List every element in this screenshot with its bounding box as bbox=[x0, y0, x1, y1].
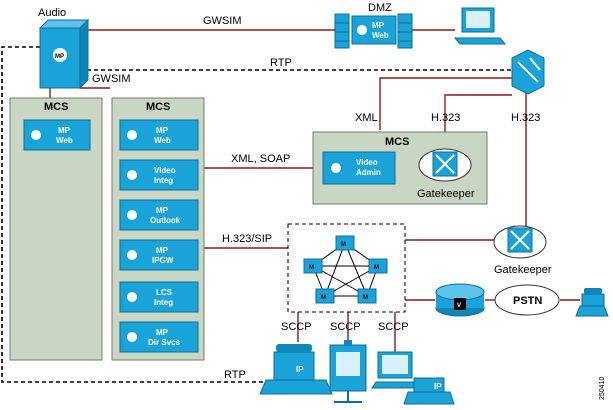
svg-text:Video: Video bbox=[356, 158, 378, 167]
mid-module-3: MP Outlook bbox=[119, 199, 199, 231]
xml-soap-label: XML, SOAP bbox=[231, 153, 290, 165]
svg-text:MP: MP bbox=[372, 21, 385, 30]
svg-text:Outlook: Outlook bbox=[150, 216, 181, 225]
pstn-cloud bbox=[494, 284, 560, 316]
router-top-right bbox=[511, 49, 545, 95]
mcu-node-left: M bbox=[303, 258, 323, 274]
audio-label: Audio bbox=[38, 7, 66, 19]
svg-text:MP: MP bbox=[156, 126, 169, 135]
h323-top-label: H.323 bbox=[431, 112, 460, 124]
gatekeeper-top bbox=[418, 148, 472, 182]
svg-text:IP: IP bbox=[434, 382, 442, 391]
svg-text:Web: Web bbox=[372, 31, 389, 40]
mcs-left-label: MCS bbox=[44, 101, 68, 113]
links bbox=[49, 29, 580, 355]
rtp-bottom-label: RTP bbox=[224, 369, 246, 381]
pstn-label: PSTN bbox=[513, 295, 542, 307]
ip-phone-left: IP bbox=[259, 344, 333, 395]
mid-module-5: LCS Integ bbox=[119, 281, 199, 313]
sccp-label-1: SCCP bbox=[281, 321, 312, 333]
svg-text:Web: Web bbox=[154, 136, 171, 145]
h323-sip-label: H.323/SIP bbox=[222, 233, 272, 245]
firewall-left bbox=[334, 13, 350, 49]
svg-text:Admin: Admin bbox=[356, 168, 381, 177]
svg-text:M: M bbox=[321, 295, 326, 301]
audio-mp-badge: MP bbox=[55, 54, 64, 60]
mcs-mid-label: MCS bbox=[146, 101, 170, 113]
mid-module-6: MP Dir Svcs bbox=[119, 321, 199, 353]
figure-id: 250410 bbox=[599, 377, 606, 400]
svg-text:Web: Web bbox=[56, 136, 73, 145]
svg-text:LCS: LCS bbox=[156, 288, 173, 297]
mid-module-2: Video Integ bbox=[119, 159, 199, 191]
svg-text:MP: MP bbox=[58, 126, 71, 135]
dmz-mp-web: MP Web bbox=[351, 15, 397, 45]
pstn-phone bbox=[575, 288, 609, 317]
svg-text:IP: IP bbox=[296, 365, 304, 374]
mcu-node-top: M bbox=[335, 235, 355, 251]
rtp-path-bottom bbox=[1, 46, 268, 383]
mcu-node-bottom-right: M bbox=[357, 288, 377, 304]
mid-module-1: MP Web bbox=[119, 119, 199, 151]
mcu-node-bottom-left: M bbox=[315, 288, 335, 304]
link-h323-top bbox=[444, 94, 512, 140]
voice-router: V bbox=[435, 283, 485, 317]
mcu-node-right: M bbox=[368, 258, 388, 274]
svg-text:M: M bbox=[309, 265, 314, 271]
svg-text:MP: MP bbox=[156, 206, 169, 215]
svg-text:M: M bbox=[363, 295, 368, 301]
gatekeeper-right bbox=[493, 225, 547, 259]
video-admin-module: Video Admin bbox=[322, 151, 396, 185]
dmz-workstation bbox=[453, 7, 507, 45]
firewall-right bbox=[397, 13, 413, 49]
svg-text:Integ: Integ bbox=[154, 176, 173, 185]
svg-text:M: M bbox=[341, 242, 346, 248]
h323-right-label: H.323 bbox=[511, 112, 540, 124]
gatekeeper-right-label: Gatekeeper bbox=[494, 264, 552, 276]
xml-label: XML bbox=[355, 112, 378, 124]
dmz-label: DMZ bbox=[368, 2, 392, 14]
svg-text:IPGW: IPGW bbox=[152, 256, 174, 265]
link-xml bbox=[379, 77, 512, 130]
rtp-top-label: RTP bbox=[270, 57, 292, 69]
video-endpoint bbox=[329, 340, 367, 403]
gatekeeper-top-label: Gatekeeper bbox=[417, 188, 475, 200]
sccp-label-3: SCCP bbox=[378, 321, 409, 333]
rtp-paths bbox=[1, 46, 512, 383]
svg-text:V: V bbox=[457, 303, 461, 309]
svg-text:MP: MP bbox=[156, 328, 169, 337]
gwsim-top-label: GWSIM bbox=[203, 15, 242, 27]
mid-module-4: MP IPGW bbox=[119, 239, 199, 271]
left-mp-web-module: MP Web bbox=[23, 119, 91, 151]
audio-server: MP bbox=[38, 18, 90, 90]
mcu-mesh bbox=[312, 242, 379, 297]
mcs-right-label: MCS bbox=[385, 136, 409, 148]
svg-text:M: M bbox=[374, 265, 379, 271]
gwsim-mid-label: GWSIM bbox=[92, 73, 131, 85]
pc-with-ip-phone: IP bbox=[371, 351, 455, 405]
sccp-label-2: SCCP bbox=[330, 321, 361, 333]
mcu-cluster bbox=[287, 223, 406, 313]
svg-text:Dir Svcs: Dir Svcs bbox=[148, 338, 181, 347]
svg-text:Video: Video bbox=[154, 166, 176, 175]
svg-text:Integ: Integ bbox=[154, 298, 173, 307]
svg-text:MP: MP bbox=[156, 246, 169, 255]
